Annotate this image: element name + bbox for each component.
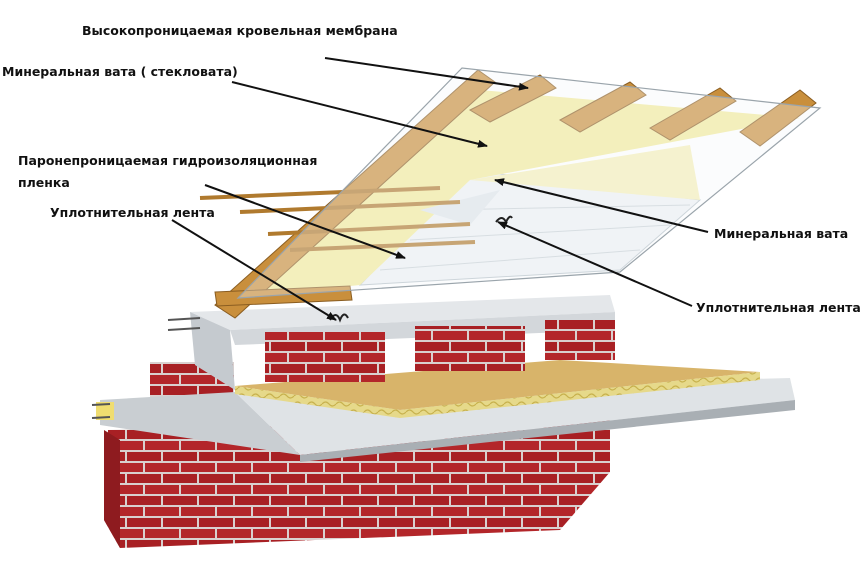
- label-membrane: Высокопроницаемая кровельная мембрана: [82, 23, 398, 38]
- label-mineral-wool-left: Минеральная вата ( стекловата): [2, 64, 238, 79]
- label-vapor-film: Паронепроницаемая гидроизоляционная плен…: [18, 153, 318, 190]
- label-mineral-wool-right: Минеральная вата: [714, 226, 849, 241]
- brick-wall-lower: [104, 418, 610, 548]
- rafters: [214, 69, 817, 319]
- arrow-mineral-wool-right: [494, 178, 709, 233]
- arrow-tape-right: [497, 221, 693, 307]
- label-sealing-tape-left: Уплотнительная лента: [50, 205, 215, 220]
- arrow-mineral-wool-left: [231, 81, 488, 148]
- brick-piers: [265, 320, 615, 382]
- arrow-tape-left: [171, 219, 337, 321]
- floor-board: [235, 360, 760, 418]
- arrow-membrane: [324, 57, 529, 91]
- roof-membrane: [236, 67, 822, 299]
- arrow-vapor-film: [204, 184, 406, 259]
- wall-plate: [214, 285, 353, 307]
- arrows: [171, 57, 709, 321]
- label-sealing-tape-right: Уплотнительная лента: [696, 300, 860, 315]
